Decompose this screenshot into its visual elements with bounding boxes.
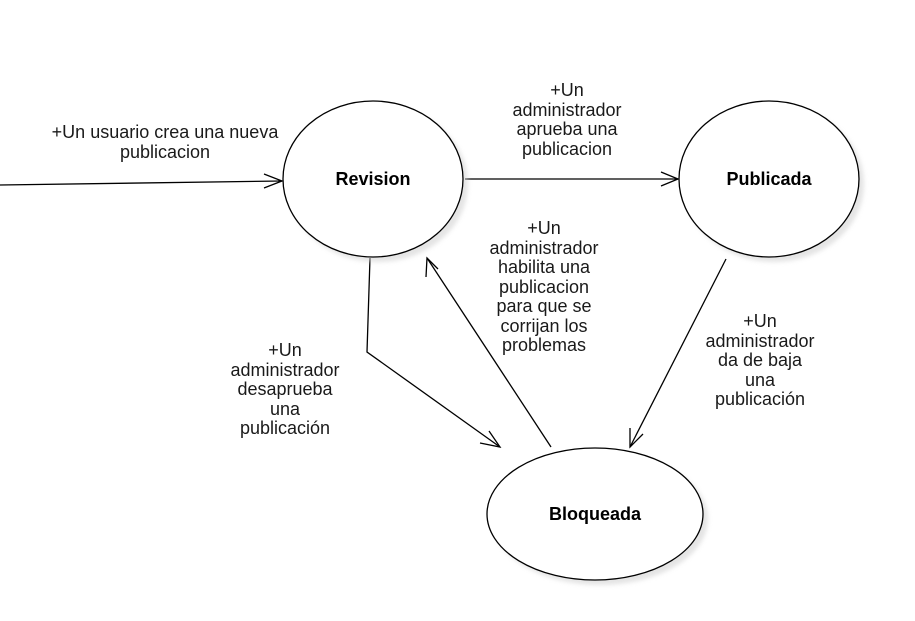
transition-enable-label: +Un administrador habilita una publicaci… bbox=[489, 218, 599, 356]
label-line: +Un bbox=[527, 218, 561, 238]
label-line: +Un bbox=[743, 311, 777, 331]
label-line: publicacion bbox=[521, 138, 613, 159]
label-line: administrador bbox=[489, 237, 599, 258]
transition-unpublish-label: +Un administrador da de baja una publica… bbox=[705, 311, 815, 410]
label-line: da de baja bbox=[717, 350, 803, 370]
label-line: publicación bbox=[714, 389, 806, 409]
transition-approve-edge bbox=[465, 171, 680, 187]
state-revision[interactable]: Revision bbox=[282, 100, 468, 262]
label-line: +Un bbox=[550, 80, 584, 100]
state-publicada-label: Publicada bbox=[726, 169, 812, 189]
transition-create-label: +Un usuario crea una nueva publicacion bbox=[51, 122, 279, 162]
transition-create-edge bbox=[0, 173, 284, 189]
label-line: desaprueba bbox=[237, 379, 333, 399]
label-line: +Un bbox=[268, 340, 302, 360]
label-line: publicación bbox=[239, 418, 331, 438]
transition-approve-label: +Un administrador aprueba una publicacio… bbox=[512, 80, 622, 159]
label-line: publicacion bbox=[498, 276, 590, 297]
label-line: una bbox=[269, 398, 301, 419]
label-line: aprueba una bbox=[516, 119, 618, 139]
state-bloqueada[interactable]: Bloqueada bbox=[486, 447, 708, 585]
label-line: una bbox=[744, 369, 776, 390]
label-line: para que se bbox=[496, 296, 592, 316]
state-revision-label: Revision bbox=[335, 169, 410, 189]
label-line: problemas bbox=[501, 335, 587, 355]
label-line: administrador bbox=[230, 359, 340, 380]
state-publicada[interactable]: Publicada bbox=[678, 100, 864, 262]
label-line: publicacion bbox=[119, 141, 211, 162]
transition-unpublish-edge bbox=[629, 258, 727, 449]
label-line: administrador bbox=[512, 99, 622, 120]
transition-enable-edge bbox=[425, 256, 552, 448]
label-line: corrijan los bbox=[500, 315, 588, 336]
label-line: +Un usuario crea una nueva bbox=[51, 122, 279, 142]
label-line: administrador bbox=[705, 330, 815, 351]
transition-disapprove-label: +Un administrador desaprueba una publica… bbox=[230, 340, 340, 439]
label-line: habilita una bbox=[497, 257, 591, 277]
transition-disapprove-edge bbox=[366, 257, 502, 448]
state-bloqueada-label: Bloqueada bbox=[549, 504, 642, 524]
